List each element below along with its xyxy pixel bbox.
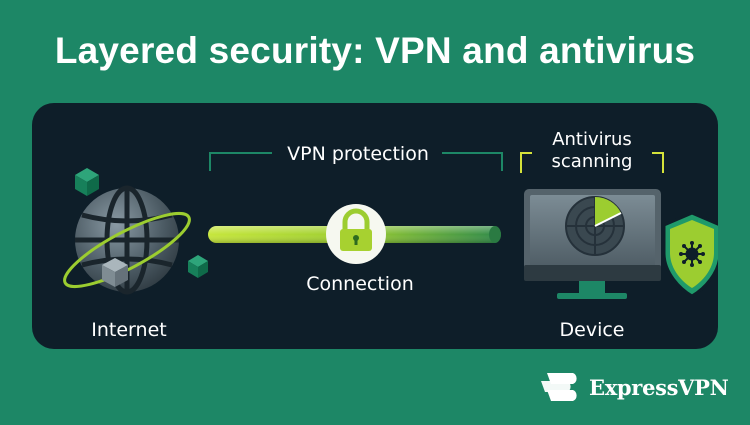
cube-icon: [102, 258, 128, 287]
page-title: Layered security: VPN and antivirus: [54, 30, 696, 71]
globe-icon: [63, 185, 191, 295]
internet-label: Internet: [91, 319, 167, 341]
antivirus-bracket: [520, 152, 664, 173]
diagram-art: [63, 152, 718, 299]
device-label: Device: [559, 319, 625, 341]
diagram-panel: VPN protection Connection Internet Antiv…: [32, 103, 718, 349]
expressvpn-logo-icon: [541, 373, 577, 401]
antivirus-scanning-label: Antivirus scanning: [551, 129, 633, 172]
cube-icon: [75, 168, 99, 196]
monitor-icon: [524, 189, 661, 299]
expressvpn-logo-text: ExpressVPN: [589, 374, 729, 400]
expressvpn-logo: ExpressVPN: [537, 371, 729, 403]
shield-virus-icon: [662, 211, 718, 298]
cube-icon: [188, 255, 208, 278]
radar-icon: [565, 196, 625, 256]
padlock-icon: [326, 204, 386, 264]
connection-label: Connection: [306, 273, 414, 295]
vpn-bracket: [209, 152, 503, 171]
vpn-protection-label: VPN protection: [287, 143, 429, 165]
